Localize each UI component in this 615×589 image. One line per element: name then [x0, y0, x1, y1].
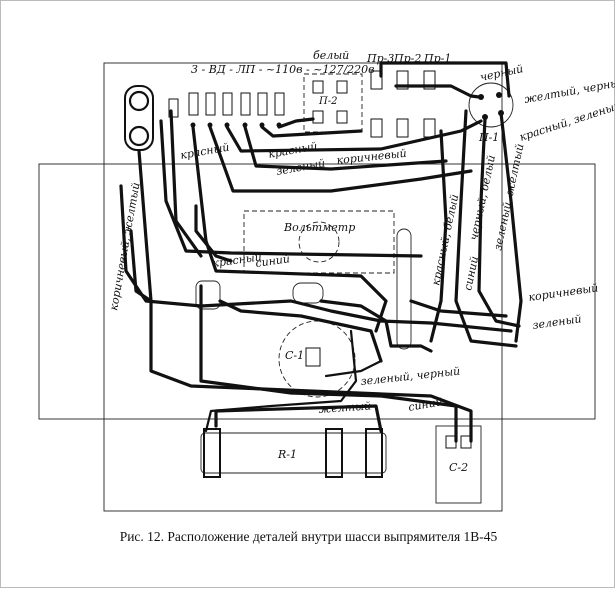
switch-p1-label: П-1 — [478, 131, 499, 144]
capacitor-c2-label: С-2 — [449, 461, 468, 474]
brown-wire-label-right: коричневый — [528, 281, 599, 304]
chassis-outline — [103, 62, 503, 512]
green-wire-label-right: зеленый — [532, 312, 583, 332]
red-wire-label-mid: красный — [267, 140, 318, 161]
yellow-black-wire-label: желтый, черный — [523, 75, 615, 106]
capacitor-c1-label: С-1 — [285, 349, 304, 362]
chassis-base-outline — [38, 163, 596, 420]
switch-positions-label: 3 - ВД - ЛП - ~110в - ~127/220в — [191, 63, 375, 76]
blue-wire-label-voltmeter: синий — [255, 252, 291, 270]
voltmeter-label: Вольтметр — [283, 221, 355, 234]
black-white-wire-label: черный, белый — [467, 154, 498, 242]
figure-caption: Рис. 12. Расположение деталей внутри шас… — [119, 529, 498, 544]
fuse-1-label: Пр-1 — [423, 52, 451, 65]
capacitor-c2 — [435, 425, 482, 504]
switch-p2-label: П-2 — [318, 96, 337, 107]
resistor-r1 — [200, 432, 387, 474]
wire-harness — [119, 61, 523, 443]
green-wire-label-mid: зеленый — [275, 157, 326, 178]
switch-terminal-block — [168, 92, 285, 128]
white-wire-label: белый — [313, 49, 349, 62]
red-green-wire-label: красный, зеленый — [518, 99, 615, 144]
fuse-2-label: Пр-2 — [393, 52, 421, 65]
voltmeter-outline — [243, 210, 395, 274]
blue-wire-label-bottom: синий — [407, 395, 443, 414]
resistor-r1-label: R-1 — [277, 448, 297, 461]
switch-p1 — [468, 82, 514, 128]
green-black-wire-label: зеленый, черный — [360, 365, 461, 388]
input-socket — [128, 90, 150, 112]
fuse-holders — [370, 70, 436, 138]
yellow-wire-label-bottom: желтый — [318, 399, 371, 416]
fuse-3-label: Пр-3 — [366, 52, 394, 65]
